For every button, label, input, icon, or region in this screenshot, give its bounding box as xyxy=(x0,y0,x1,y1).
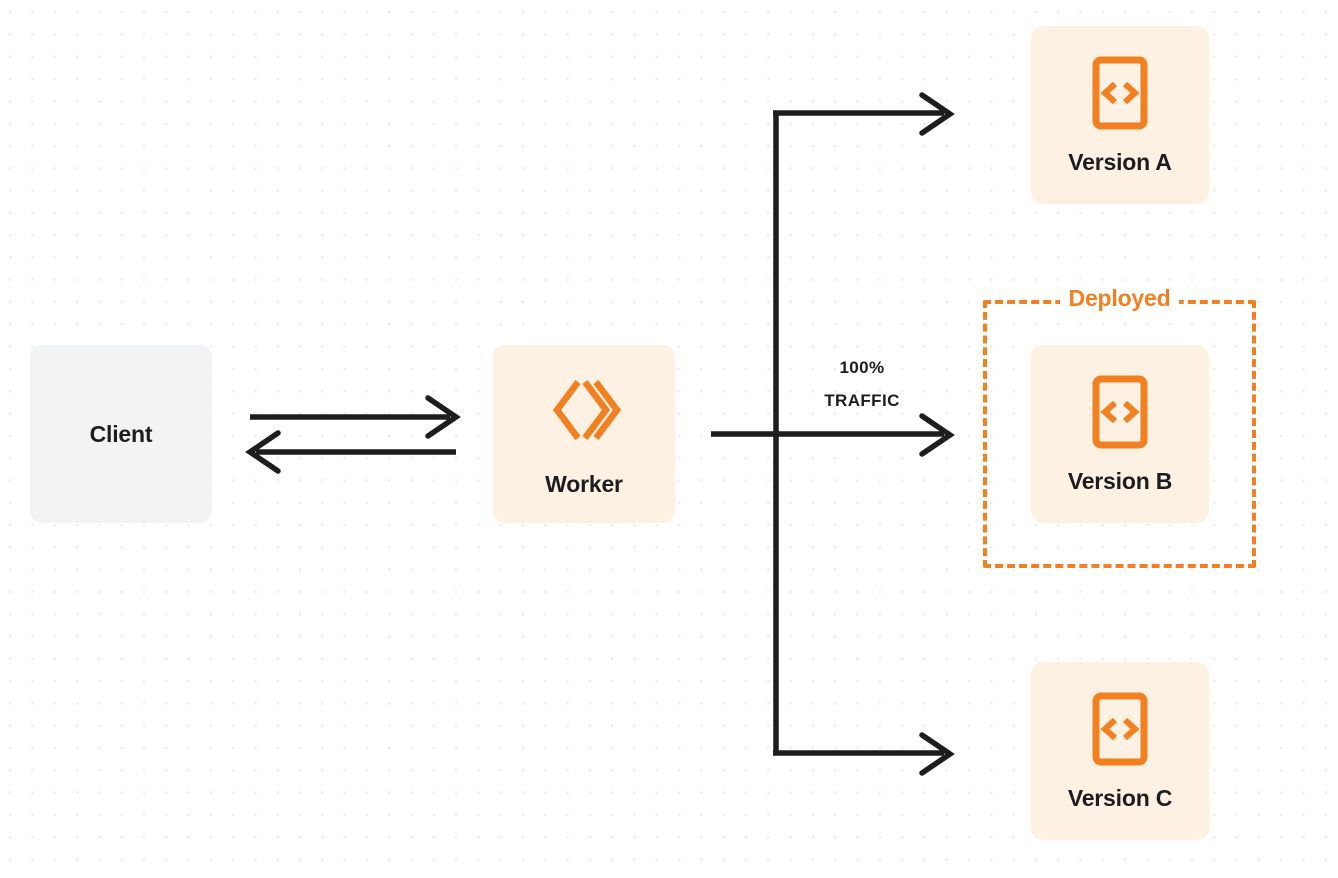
traffic-share-label: 100% TRAFFIC xyxy=(789,351,935,417)
traffic-unit: TRAFFIC xyxy=(824,391,900,411)
node-version-c[interactable]: Version C xyxy=(1031,662,1209,840)
code-file-icon xyxy=(1092,56,1148,135)
code-file-icon xyxy=(1092,692,1148,771)
node-client[interactable]: Client xyxy=(30,345,212,523)
version-b-label: Version B xyxy=(1067,468,1173,494)
cloudflare-workers-logo-icon xyxy=(546,372,622,453)
arrow-worker-to-client xyxy=(245,430,456,474)
code-file-icon xyxy=(1092,375,1148,454)
version-a-label: Version A xyxy=(1068,149,1172,175)
version-c-label: Version C xyxy=(1067,785,1173,811)
node-version-b[interactable]: Version B xyxy=(1031,345,1209,523)
client-label: Client xyxy=(89,420,153,447)
node-worker[interactable]: Worker xyxy=(493,345,675,523)
deployed-group-frame: Deployed xyxy=(983,287,1256,568)
arrow-worker-to-versions xyxy=(711,92,955,776)
traffic-percent: 100% xyxy=(839,358,885,377)
node-version-a[interactable]: Version A xyxy=(1031,26,1209,204)
worker-label: Worker xyxy=(545,471,623,497)
arrow-client-to-worker xyxy=(250,395,461,439)
deployed-group-label: Deployed xyxy=(1059,287,1180,310)
